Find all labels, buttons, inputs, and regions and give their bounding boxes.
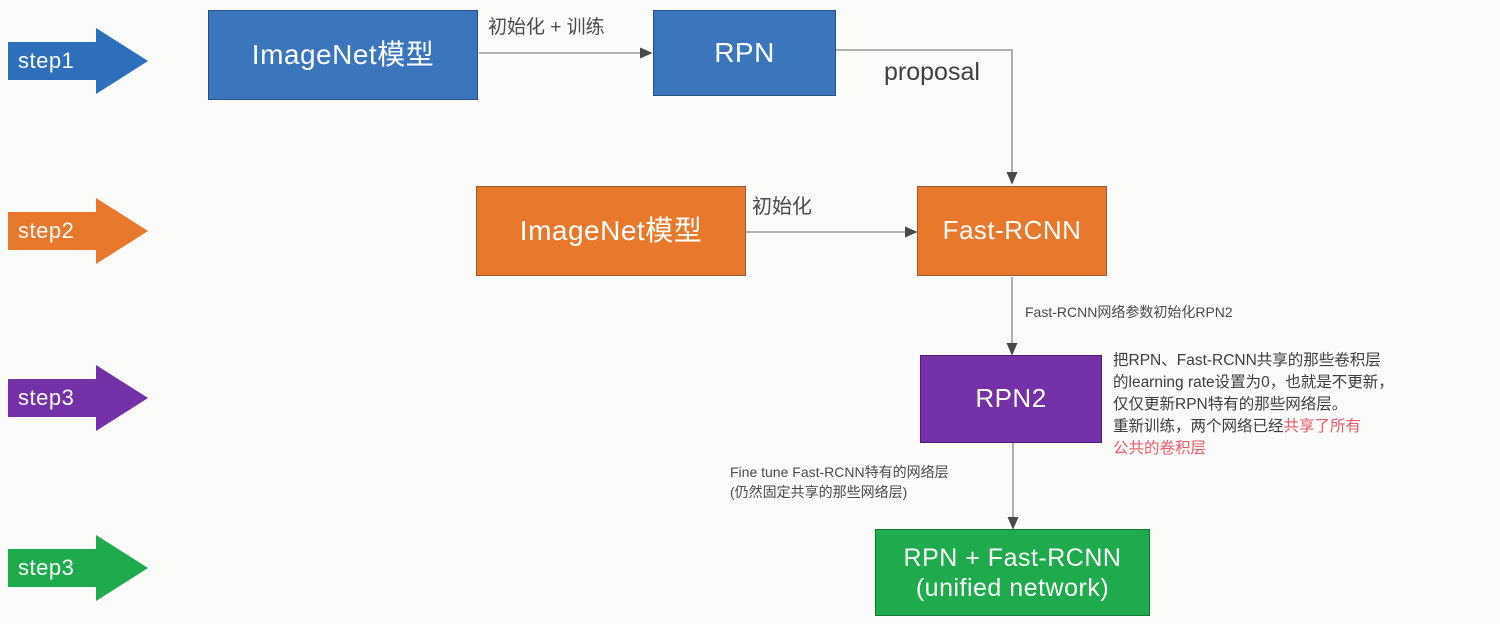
node-rpn-label: RPN <box>714 37 775 69</box>
annotation-line-4: 重新训练，两个网络已经共享了所有 <box>1113 416 1493 438</box>
node-imagenet-model-1[interactable]: ImageNet模型 <box>208 10 478 100</box>
step3-purple-arrow-head-icon <box>96 365 148 431</box>
node-fast-rcnn[interactable]: Fast-RCNN <box>917 186 1107 276</box>
step3-green-arrow-head-icon <box>96 535 148 601</box>
annotation-line-4-black: 重新训练，两个网络已经 <box>1113 418 1284 435</box>
node-unified-network-label-line2: (unified network) <box>915 573 1110 602</box>
edge-label-init: 初始化 <box>752 196 812 218</box>
edge-label-finetune-line2: (仍然固定共享的那些网络层) <box>730 484 908 501</box>
annotation-line-5-red: 公共的卷积层 <box>1113 440 1207 457</box>
annotation-line-3: 仅仅更新RPN特有的那些网络层。 <box>1113 396 1348 413</box>
edge-label-finetune-line1: Fine tune Fast-RCNN特有的网络层 <box>730 464 949 480</box>
step3-green-label: step3 <box>18 555 75 580</box>
edge-label-frcnn-init-rpn2: Fast-RCNN网络参数初始化RPN2 <box>1025 304 1233 320</box>
node-unified-network[interactable]: RPN + Fast-RCNN (unified network) <box>875 529 1150 616</box>
annotation-line-1: 把RPN、Fast-RCNN共享的那些卷积层 <box>1113 352 1381 369</box>
annotation-block: 把RPN、Fast-RCNN共享的那些卷积层 的learning rate设置为… <box>1113 350 1493 460</box>
node-rpn2[interactable]: RPN2 <box>920 355 1102 443</box>
step2-label: step2 <box>18 218 75 243</box>
annotation-line-2: 的learning rate设置为0，也就是不更新， <box>1113 374 1394 391</box>
node-fast-rcnn-label: Fast-RCNN <box>942 215 1082 246</box>
edge-label-finetune: Fine tune Fast-RCNN特有的网络层 (仍然固定共享的那些网络层) <box>730 462 1030 503</box>
step1-arrow-shaft <box>8 42 100 80</box>
step3-purple-arrow-shaft <box>8 379 100 417</box>
step1-label: step1 <box>18 48 75 73</box>
step3-green-arrow-shaft <box>8 549 100 587</box>
node-imagenet-model-2-label: ImageNet模型 <box>519 215 703 247</box>
node-rpn[interactable]: RPN <box>653 10 836 96</box>
annotation-line-4-red: 共享了所有 <box>1283 418 1362 435</box>
edge-label-init-train: 初始化 + 训练 <box>488 17 605 38</box>
step2-arrow-shaft <box>8 212 100 250</box>
node-imagenet-model-2[interactable]: ImageNet模型 <box>476 186 746 276</box>
node-rpn2-label: RPN2 <box>975 383 1047 414</box>
step2-arrow-head-icon <box>96 198 148 264</box>
node-imagenet-model-1-label: ImageNet模型 <box>251 39 435 71</box>
step1-arrow-head-icon <box>96 28 148 94</box>
edge-label-proposal: proposal <box>884 58 980 86</box>
step3-purple-label: step3 <box>18 385 75 410</box>
node-unified-network-label-line1: RPN + Fast-RCNN <box>903 543 1122 572</box>
